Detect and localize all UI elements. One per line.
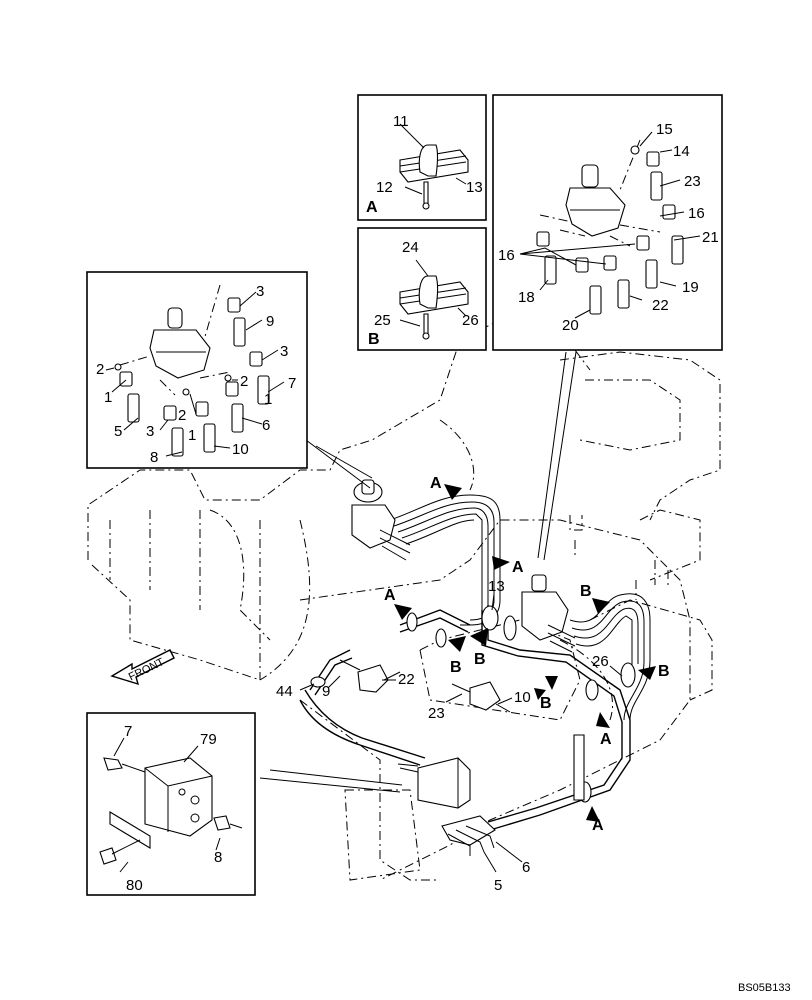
marker-a: A: [384, 587, 396, 604]
front-arrow: FRONT: [110, 649, 175, 686]
main-callout-6: 6: [522, 859, 530, 876]
inset-a-letter: A: [366, 199, 378, 216]
callout-25: 25: [374, 312, 391, 329]
inset-left-pilot-valve: 3 9 3 2 2 1 7 1 5 3 2 1 6 8 10: [86, 271, 308, 469]
callout-26: 26: [462, 312, 479, 329]
inset-detail-a: 11 12 13 A: [357, 94, 487, 221]
front-label: FRONT: [127, 656, 167, 684]
main-callout-13: 13: [488, 578, 505, 595]
main-callout-9: 9: [322, 683, 330, 700]
callout-11: 11: [393, 113, 409, 130]
callout-9: 9: [266, 313, 274, 330]
callout-14: 14: [673, 143, 690, 160]
solenoid-block: [397, 757, 496, 856]
callout-16-left: 16: [498, 247, 515, 264]
marker-b: B: [540, 695, 552, 712]
marker-a: A: [512, 559, 524, 576]
callout-12: 12: [376, 179, 393, 196]
marker-b: B: [450, 659, 462, 676]
callout-3-top: 3: [256, 283, 264, 300]
marker-a: A: [430, 475, 442, 492]
callout-13: 13: [466, 179, 483, 196]
marker-b: B: [474, 651, 486, 668]
callout-10: 10: [232, 441, 249, 458]
marker-a: A: [600, 731, 612, 748]
callout-2-left: 2: [96, 361, 104, 378]
view-arrows: [394, 484, 656, 822]
pilot-valve-left: [351, 479, 411, 561]
callout-22: 22: [652, 297, 669, 314]
callout-8: 8: [150, 449, 158, 466]
callout-23: 23: [684, 173, 701, 190]
callout-1-right: 1: [264, 391, 272, 408]
inset-right-pilot-valve: 15 14 23 16 21 16 18 22 19 20: [492, 94, 723, 351]
callout-20: 20: [562, 317, 579, 334]
main-callout-10: 10: [514, 689, 531, 706]
callout-5: 5: [114, 423, 122, 440]
callout-3-mid: 3: [280, 343, 288, 360]
callout-21: 21: [702, 229, 719, 246]
main-callout-5: 5: [494, 877, 502, 894]
main-callout-44: 44: [276, 683, 293, 700]
callout-80: 80: [126, 877, 143, 894]
shuttle-valve-assembly: [339, 659, 511, 713]
hose-end-23: [650, 171, 663, 201]
callout-8-inset: 8: [214, 849, 222, 866]
marker-b: B: [658, 663, 670, 680]
inset-solenoid-block: 7 79 8 80: [86, 712, 256, 896]
hose-clamps: [310, 605, 636, 803]
callout-1-bottom: 1: [188, 427, 196, 444]
main-callout-23: 23: [428, 705, 445, 722]
inset-b-letter: B: [368, 331, 380, 348]
pilot-valve-right: [521, 574, 576, 653]
callout-24: 24: [402, 239, 419, 256]
marker-a: A: [592, 817, 604, 834]
fitting-14: [646, 151, 660, 167]
callout-18: 18: [518, 289, 535, 306]
callout-16: 16: [688, 205, 705, 222]
inset-leaders: [259, 351, 577, 793]
hose-bundle-left: [389, 494, 501, 626]
callout-7-inset: 7: [124, 723, 132, 740]
main-callout-26: 26: [592, 653, 609, 670]
callout-6: 6: [262, 417, 270, 434]
callout-79: 79: [200, 731, 217, 748]
callout-3-bottom: 3: [146, 423, 154, 440]
callout-2-bottom: 2: [178, 407, 186, 424]
inset-detail-b: 24 25 26 B: [357, 227, 487, 351]
section-markers: A A A A A B B B B B B: [384, 475, 670, 834]
hose-bundle-right: [569, 593, 651, 721]
callout-1-left: 1: [104, 389, 112, 406]
callout-2-right: 2: [240, 373, 248, 390]
callout-7: 7: [288, 375, 296, 392]
figure-reference-code: BS05B133: [738, 982, 791, 994]
callout-19: 19: [682, 279, 699, 296]
main-callout-22: 22: [398, 671, 415, 688]
marker-b: B: [580, 583, 592, 600]
callout-15: 15: [656, 121, 673, 138]
main-callouts: 13 26 44 9 22 10 23 6 5: [276, 578, 623, 894]
